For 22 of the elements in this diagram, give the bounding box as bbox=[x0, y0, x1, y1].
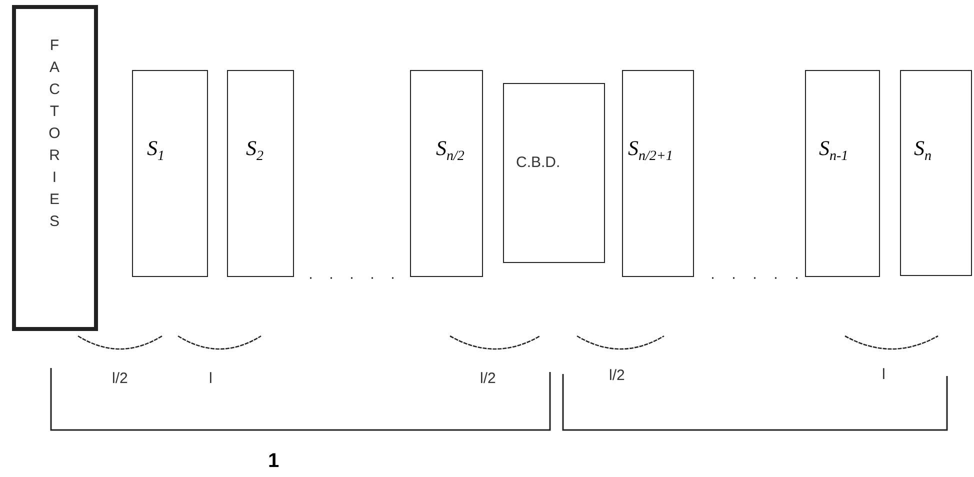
block-label: C.B.D. bbox=[516, 154, 560, 171]
block-label: FACTORIES bbox=[46, 37, 63, 235]
spacing-label: l bbox=[209, 370, 212, 387]
settlement-block bbox=[227, 70, 294, 277]
block-label: S$_{n-1}$ bbox=[819, 136, 848, 166]
block-label: S$_{n/2+1}$ bbox=[628, 136, 673, 166]
spacing-label: l/2 bbox=[480, 370, 496, 387]
settlement-block bbox=[622, 70, 694, 277]
settlement-block bbox=[132, 70, 208, 277]
settlement-block bbox=[410, 70, 483, 277]
spacing-label: l/2 bbox=[112, 370, 128, 387]
block-label: S$_{2}$ bbox=[246, 136, 264, 166]
block-label: S$_{n/2}$ bbox=[436, 136, 464, 166]
block-label: S$_{1}$ bbox=[147, 136, 164, 166]
settlement-block bbox=[900, 70, 972, 276]
spacing-label: l bbox=[882, 366, 886, 383]
dimension-label: 1 bbox=[268, 450, 280, 473]
factories-block bbox=[12, 5, 98, 331]
settlement-block bbox=[805, 70, 880, 277]
cbd-block bbox=[503, 83, 605, 263]
spacing-label: l/2 bbox=[609, 367, 625, 384]
block-label: S$_{n}$ bbox=[914, 136, 932, 166]
